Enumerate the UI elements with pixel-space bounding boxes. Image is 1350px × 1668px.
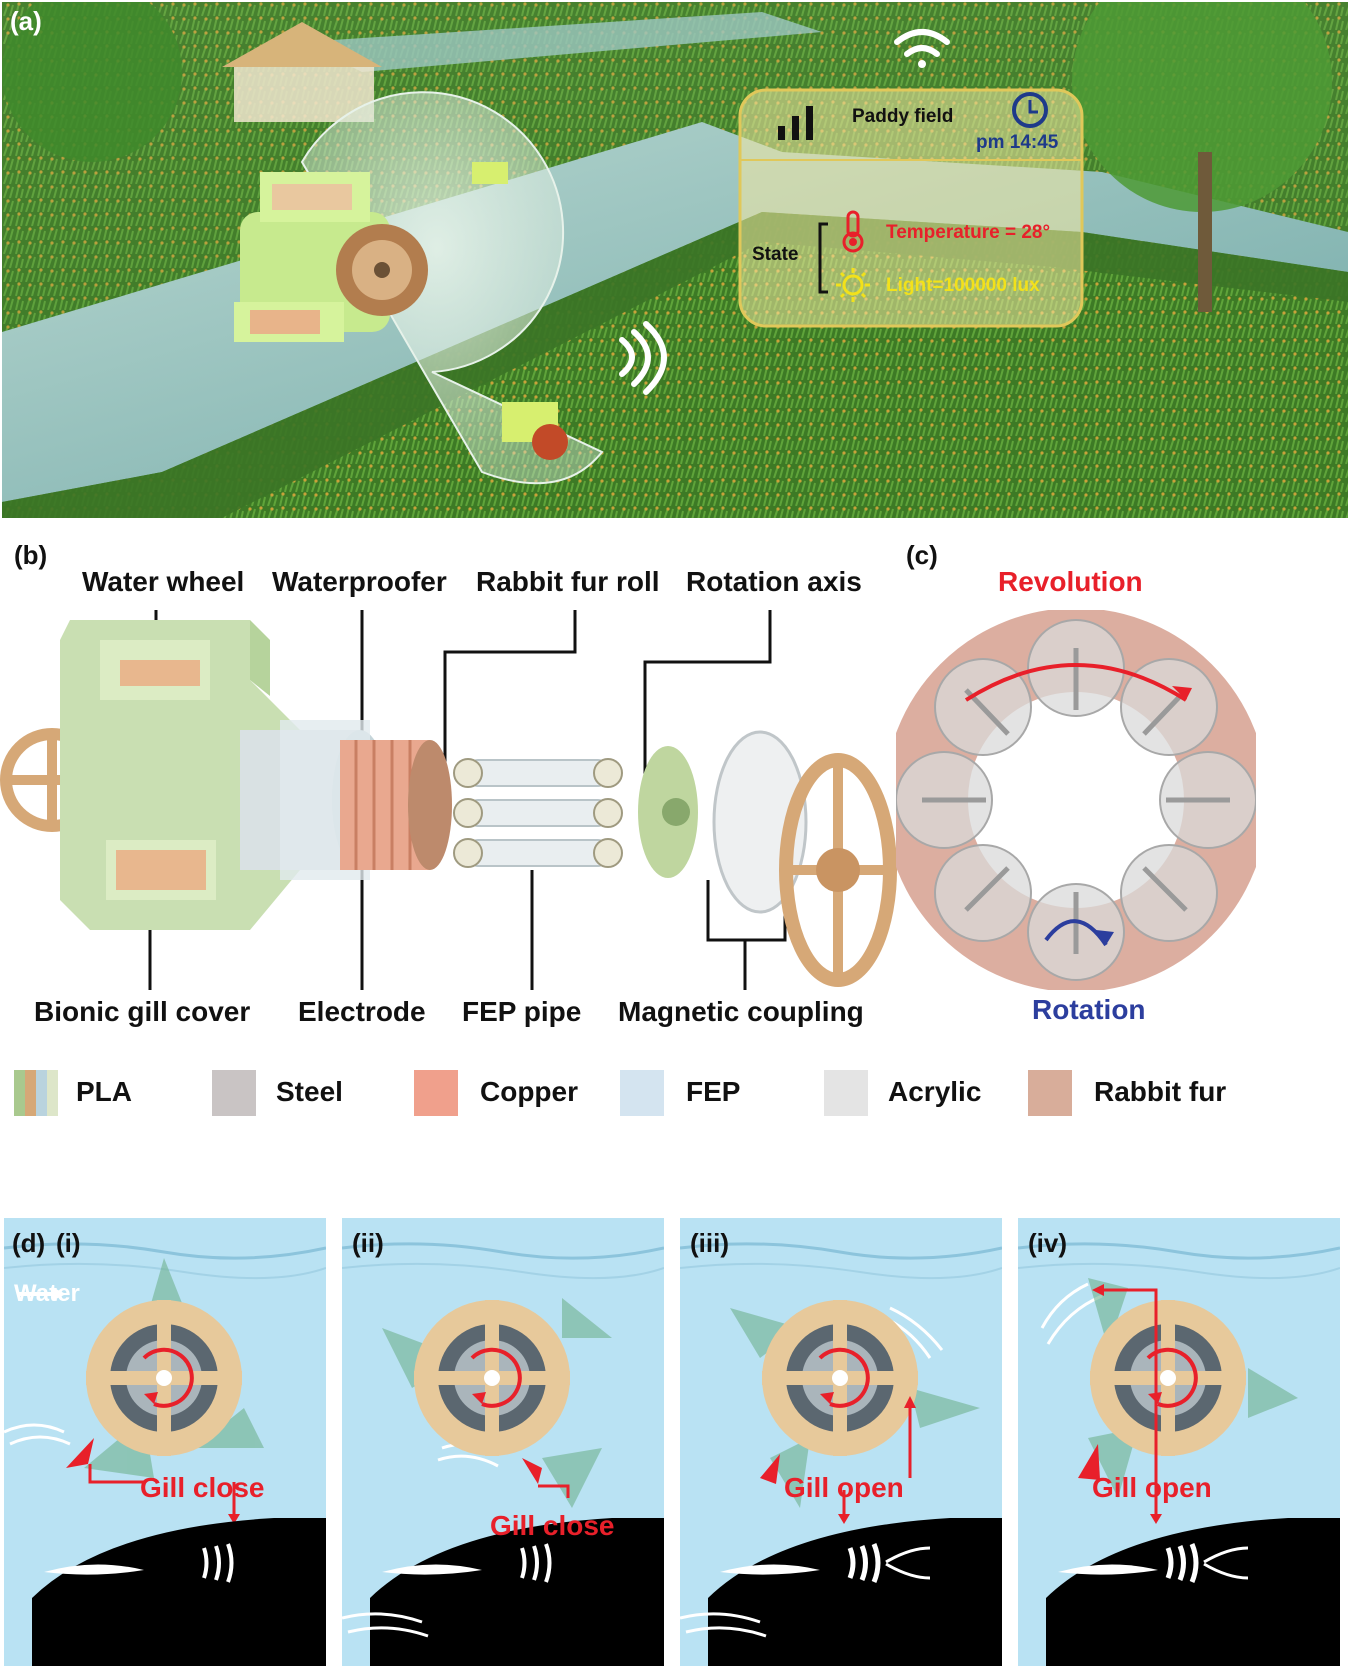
floating-generator <box>472 162 508 184</box>
thermometer-icon <box>842 210 864 253</box>
panel-label: (d) <box>12 1228 46 1258</box>
label-rotation-axis: Rotation axis <box>686 566 862 597</box>
legend-label: Acrylic <box>888 1076 982 1107</box>
fep-pipes <box>467 759 609 867</box>
rabbit-fur-swatch <box>1028 1070 1072 1116</box>
card-title: Paddy field <box>852 106 954 127</box>
water-wheel <box>779 753 897 987</box>
rotation-label: Rotation <box>1032 994 1146 1025</box>
fep-swatch <box>620 1070 664 1116</box>
pla-swatch <box>14 1070 58 1116</box>
legend-label: PLA <box>76 1076 132 1107</box>
electrode <box>340 740 452 870</box>
signal-icon <box>778 106 813 140</box>
label-water-wheel: Water wheel <box>82 566 245 597</box>
temperature-readout: Temperature = 28° <box>886 222 1051 243</box>
label-waterproofer: Waterproofer <box>272 566 447 597</box>
step-numeral: (ii) <box>352 1228 384 1258</box>
panel-label: (a) <box>10 6 42 36</box>
clock-icon <box>1012 92 1048 128</box>
gill-step-illustration <box>342 1218 664 1666</box>
panel-label: (b) <box>14 540 48 570</box>
panel-d-step-i: (d) (i) Water Gill close <box>4 1218 326 1666</box>
steel-swatch <box>212 1070 256 1116</box>
panel-d-step-ii: (ii) Gill close <box>342 1218 664 1666</box>
acrylic-swatch <box>824 1070 868 1116</box>
step-numeral: (iv) <box>1028 1228 1067 1258</box>
gill-state-label: Gill close <box>140 1472 265 1503</box>
revolution-arrow <box>964 663 1188 702</box>
state-label: State <box>752 244 799 265</box>
gill-step-illustration <box>4 1218 326 1666</box>
light-readout: Light=100000 lux <box>886 275 1040 296</box>
gill-step-illustration <box>1018 1218 1340 1666</box>
paddy-field-scene <box>2 2 1348 518</box>
legend-label: FEP <box>686 1076 741 1107</box>
rotation-axis-plate <box>638 746 698 878</box>
label-rabbit-fur-roll: Rabbit fur roll <box>476 566 660 597</box>
panel-label: (c) <box>906 540 938 570</box>
material-legend: PLA Steel Copper FEP Acrylic Rabbit fur <box>0 1068 1350 1118</box>
revolution-label: Revolution <box>998 566 1143 597</box>
gill-state-label: Gill open <box>784 1472 904 1503</box>
legend-label: Copper <box>480 1076 578 1107</box>
panel-d-step-iv: (iv) Gill open <box>1018 1218 1340 1666</box>
label-fep-pipe: FEP pipe <box>462 996 582 1027</box>
revolution-ring-diagram <box>896 610 1256 990</box>
gill-step-illustration <box>680 1218 1002 1666</box>
legend-label: Rabbit fur <box>1094 1076 1227 1107</box>
step-numeral: (i) <box>56 1228 81 1258</box>
card-time: pm 14:45 <box>976 132 1059 153</box>
label-electrode: Electrode <box>298 996 426 1027</box>
step-numeral: (iii) <box>690 1228 729 1258</box>
water-label: Water <box>14 1280 80 1307</box>
gill-state-label: Gill open <box>1092 1472 1212 1503</box>
label-magnetic-coupling: Magnetic coupling <box>618 996 864 1027</box>
exploded-view-diagram <box>0 610 897 990</box>
panel-a: (a) Paddy field pm 14:45 State Temperatu… <box>2 2 1348 518</box>
legend-label: Steel <box>276 1076 343 1107</box>
panel-d-step-iii: (iii) Gill open <box>680 1218 1002 1666</box>
rotation-arrow <box>1044 919 1108 947</box>
gill-state-label: Gill close <box>490 1510 615 1541</box>
wifi-icon <box>619 321 667 395</box>
floating-generator <box>502 402 568 460</box>
generator-illustration <box>234 172 428 342</box>
wifi-icon <box>894 29 950 68</box>
label-bionic-gill-cover: Bionic gill cover <box>34 996 251 1027</box>
sun-icon <box>836 268 870 302</box>
copper-swatch <box>414 1070 458 1116</box>
